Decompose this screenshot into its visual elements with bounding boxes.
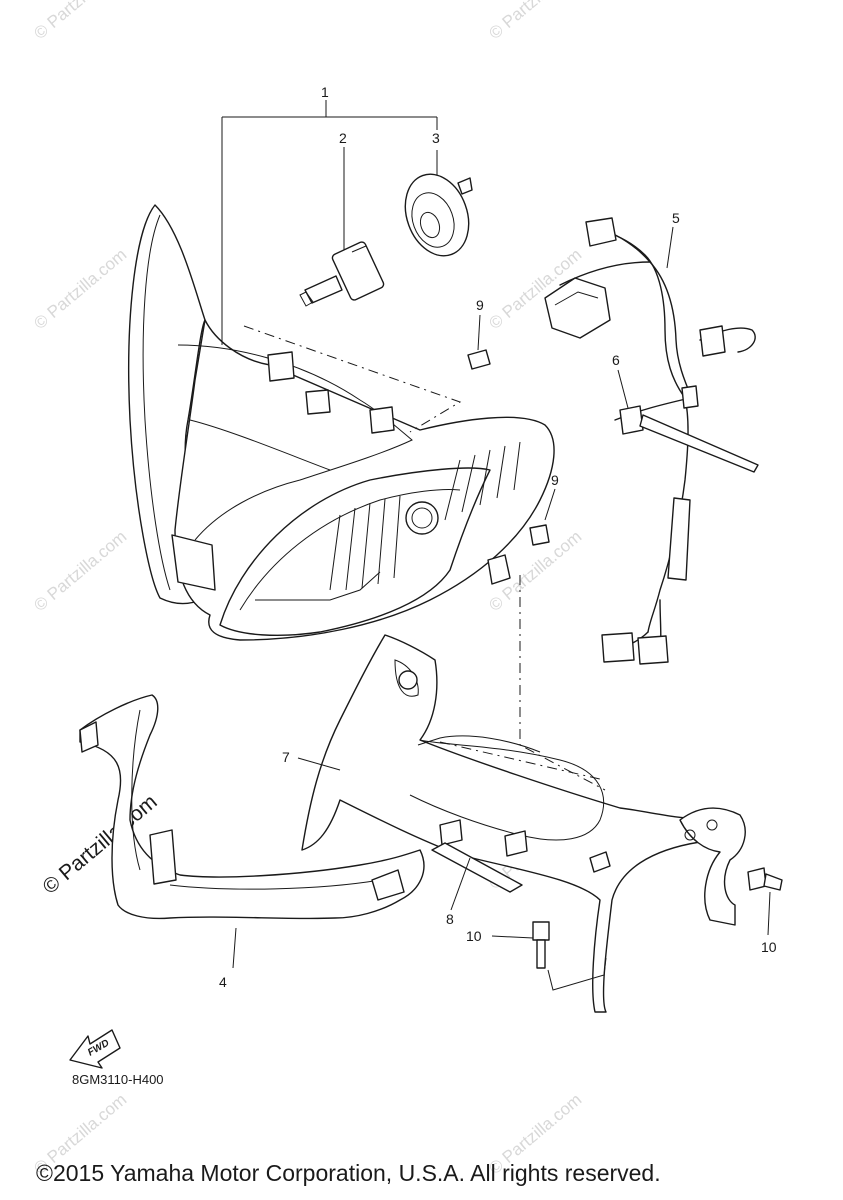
callout-7: 7 <box>282 749 290 765</box>
bolt-upper <box>747 867 783 891</box>
cable-tie <box>619 405 759 473</box>
callout-4: 4 <box>219 974 227 990</box>
grommet-upper <box>467 349 491 370</box>
bolt-lower <box>532 921 550 969</box>
socket-cover <box>404 173 473 257</box>
alignment-lines <box>243 325 606 791</box>
diagram-code: 8GM3110-H400 <box>72 1072 164 1087</box>
callout-2: 2 <box>339 130 347 146</box>
callout-10-lower: 10 <box>466 928 482 944</box>
wire-harness <box>544 217 756 665</box>
callout-9-lower: 9 <box>551 472 559 488</box>
damper-sheet <box>431 842 523 893</box>
grommets <box>467 349 550 546</box>
callouts: 1 2 3 5 9 6 9 7 8 10 10 4 <box>219 84 777 990</box>
lower-bracket <box>79 694 425 920</box>
watermark-5: © Partzilla.com <box>30 527 130 615</box>
leader-lines <box>221 100 771 991</box>
callout-5: 5 <box>672 210 680 226</box>
fwd-arrow: FWD <box>69 1029 121 1069</box>
watermark-3: © Partzilla.com <box>30 245 130 333</box>
headlight-stay <box>301 634 746 1013</box>
watermark-2: © Partzilla.com <box>485 0 585 43</box>
callout-8: 8 <box>446 911 454 927</box>
callout-1: 1 <box>321 84 329 100</box>
watermark-1: © Partzilla.com <box>30 0 130 43</box>
headlight-bulb <box>299 241 385 307</box>
headlight-assembly <box>128 204 555 641</box>
copyright-notice: ©2015 Yamaha Motor Corporation, U.S.A. A… <box>36 1160 661 1186</box>
callout-3: 3 <box>432 130 440 146</box>
grommet-lower <box>529 524 550 546</box>
callout-10-right: 10 <box>761 939 777 955</box>
bolts <box>532 867 783 969</box>
callout-9-upper: 9 <box>476 297 484 313</box>
callout-6: 6 <box>612 352 620 368</box>
